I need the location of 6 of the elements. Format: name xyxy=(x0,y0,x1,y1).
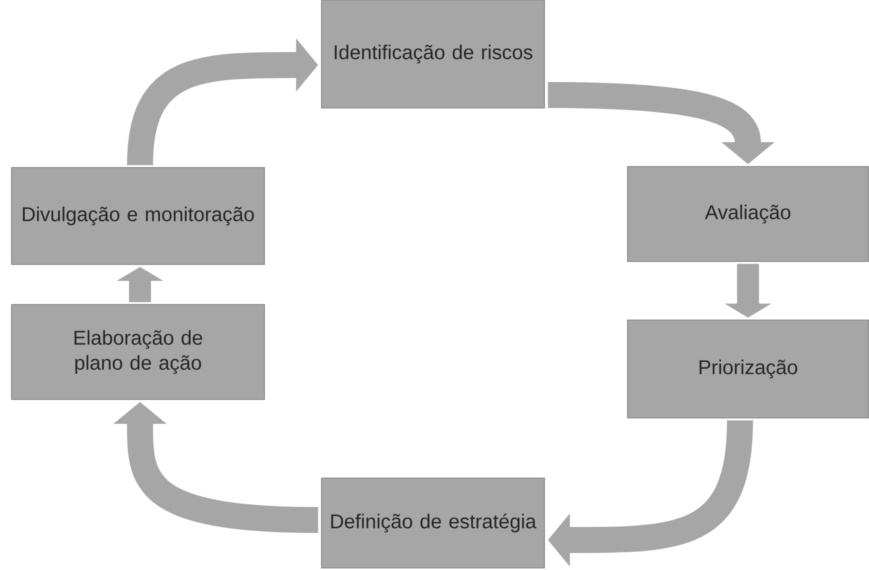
process-box: Divulgação e monitoração xyxy=(11,167,265,265)
process-box: Avaliação xyxy=(627,166,869,262)
process-box: Identificação de riscos xyxy=(321,0,545,108)
process-box: Priorização xyxy=(627,320,869,418)
process-box: Definição de estratégia xyxy=(321,478,545,568)
process-box: Elaboração de plano de ação xyxy=(11,304,265,400)
